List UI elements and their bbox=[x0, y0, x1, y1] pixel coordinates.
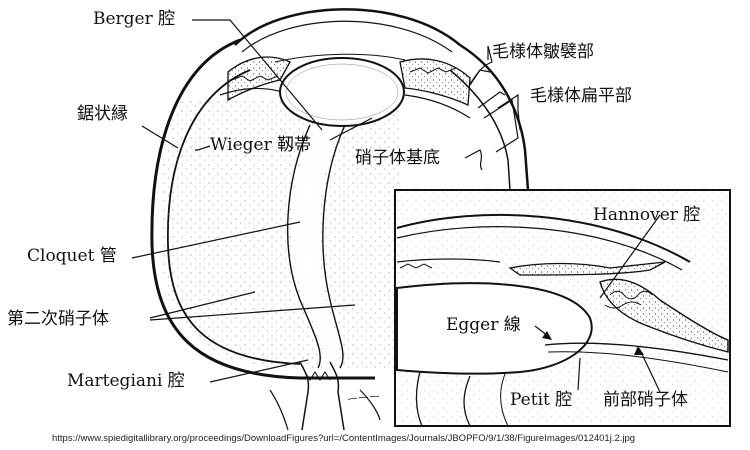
leader-vitreous-base bbox=[464, 149, 483, 171]
source-url: https://www.spiedigitallibrary.org/proce… bbox=[52, 433, 636, 444]
leader-wieger bbox=[195, 117, 373, 151]
leader-ora bbox=[141, 125, 179, 149]
leader-berger bbox=[192, 19, 323, 131]
optic-nerve bbox=[269, 361, 381, 431]
label-cloquet: Cloquet 管 bbox=[27, 246, 117, 266]
leader-secondary-b bbox=[149, 304, 356, 321]
ciliary-inset bbox=[599, 278, 729, 353]
label-secondary-vitreous: 第二次硝子体 bbox=[7, 309, 109, 329]
label-ora-serrata: 鋸状縁 bbox=[77, 104, 128, 124]
label-vitreous-base: 硝子体基底 bbox=[355, 148, 440, 168]
leader-lines bbox=[131, 19, 661, 393]
lens-inset bbox=[396, 282, 593, 375]
label-hannover: Hannover 腔 bbox=[593, 205, 701, 225]
bracket-flat bbox=[497, 93, 521, 131]
leader-secondary-a bbox=[149, 291, 256, 319]
label-petit: Petit 腔 bbox=[510, 390, 573, 410]
label-anterior-vitreous: 前部硝子体 bbox=[603, 390, 688, 410]
leader-martegiani bbox=[209, 359, 309, 383]
label-egger: Egger 線 bbox=[446, 315, 521, 335]
eye-globe bbox=[150, 8, 530, 431]
leader-anterior bbox=[639, 349, 661, 393]
leader-cloquet bbox=[131, 221, 301, 259]
label-martegiani: Martegiani 腔 bbox=[67, 371, 185, 391]
label-berger: Berger 腔 bbox=[93, 9, 176, 29]
cloquet-canal bbox=[286, 124, 346, 369]
bracket-crown bbox=[469, 45, 493, 85]
arrow-egger bbox=[542, 331, 552, 340]
leader-petit bbox=[577, 357, 581, 391]
iris-inset bbox=[508, 261, 666, 276]
lens bbox=[279, 57, 405, 127]
label-ciliary-crown: 毛様体皺襞部 bbox=[492, 42, 594, 62]
label-wieger: Wieger 靱帯 bbox=[210, 135, 312, 155]
inset-magnified bbox=[394, 189, 731, 427]
cornea bbox=[234, 8, 461, 46]
arrow-anterior bbox=[634, 346, 644, 355]
label-ciliary-flat: 毛様体扁平部 bbox=[530, 86, 632, 106]
sclera-outline bbox=[150, 38, 375, 380]
ciliary-body-right bbox=[399, 58, 471, 106]
leader-hannover bbox=[599, 214, 661, 299]
